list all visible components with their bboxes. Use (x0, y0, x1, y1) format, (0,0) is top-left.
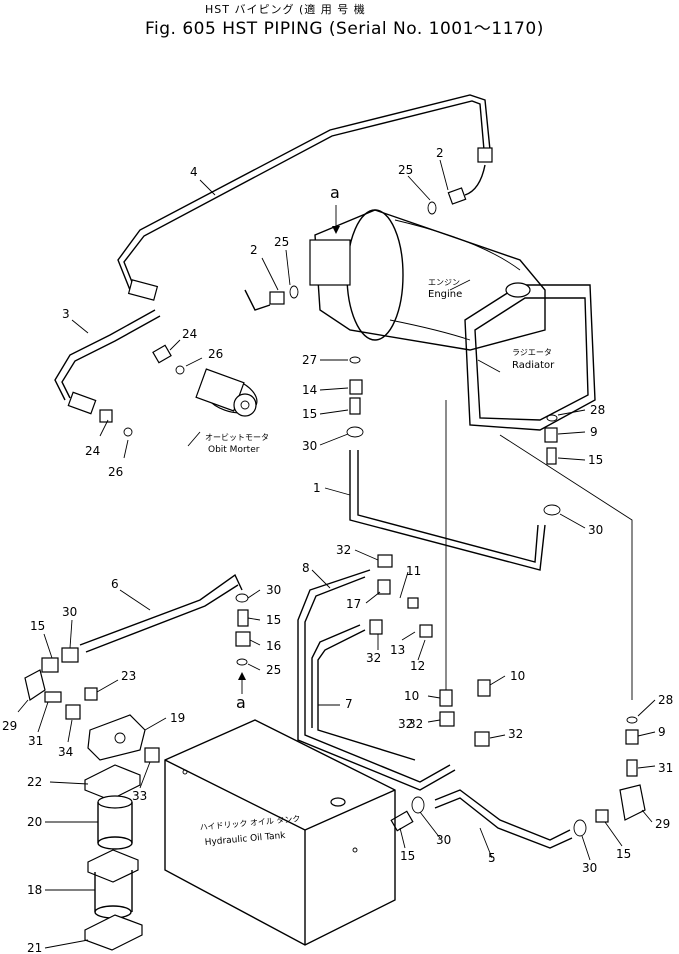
callout-22: 22 (27, 775, 42, 789)
callout-19: 19 (170, 711, 185, 725)
callout-30: 30 (582, 861, 597, 875)
hydraulic-oil-tank (164, 719, 396, 946)
callout-13: 13 (390, 643, 405, 657)
callout-32: 32 (366, 651, 381, 665)
callout-30: 30 (302, 439, 317, 453)
callout-9: 9 (658, 725, 666, 739)
callout-26: 26 (108, 465, 123, 479)
fitting-2-left (269, 291, 285, 305)
callout-12: 12 (410, 659, 425, 673)
callout-33: 33 (132, 789, 147, 803)
callout-30: 30 (266, 583, 281, 597)
hose-1 (349, 450, 546, 571)
fitting-2-top (477, 147, 493, 163)
callout-21: 21 (27, 941, 42, 954)
callout-2: 2 (436, 146, 444, 160)
callout-9: 9 (590, 425, 598, 439)
callout-31: 31 (658, 761, 673, 775)
callout-28: 28 (590, 403, 605, 417)
callout-28: 28 (658, 693, 673, 707)
callout-4: 4 (190, 165, 198, 179)
callout-25: 25 (266, 663, 281, 677)
callout-2: 2 (250, 243, 258, 257)
callout-32: 32 (336, 543, 351, 557)
callout-10: 10 (404, 689, 419, 703)
marker-a-bottom: a (236, 693, 246, 712)
callout-15: 15 (400, 849, 415, 863)
callout-3: 3 (62, 307, 70, 321)
radiator (464, 282, 596, 431)
hose-6 (79, 573, 243, 646)
callout-1: 1 (313, 481, 321, 495)
engine-label-en: Engine (428, 289, 462, 300)
marker-a-top: a (330, 183, 340, 202)
callout-18: 18 (27, 883, 42, 897)
callout-30: 30 (436, 833, 451, 847)
engine (309, 209, 546, 351)
leader-lines (17, 159, 656, 949)
callout-16: 16 (266, 639, 281, 653)
callout-26: 26 (208, 347, 223, 361)
callout-6: 6 (111, 577, 119, 591)
callout-32: 32 (398, 717, 413, 731)
hose-4 (117, 94, 491, 291)
callout-30: 30 (588, 523, 603, 537)
orbit-motor-label-en: Obit Morter (208, 445, 260, 455)
callout-23: 23 (121, 669, 136, 683)
callout-32: 32 (408, 717, 423, 731)
callout-31: 31 (28, 734, 43, 748)
callout-32: 32 (508, 727, 523, 741)
title-block: HST バイピング (適 用 号 機 Fig. 605 HST PIPING (… (0, 0, 679, 48)
callout-numbers: 1 2 2 3 4 5 6 7 8 9 9 10 10 11 12 13 14 … (2, 146, 673, 954)
callout-30: 30 (62, 605, 77, 619)
callout-15: 15 (30, 619, 45, 633)
callout-14: 14 (302, 383, 317, 397)
hose-3 (54, 309, 156, 401)
orbit-motor-label-jp: オービットモータ (205, 433, 269, 442)
callout-34: 34 (58, 745, 73, 759)
hose-5 (434, 789, 571, 841)
callout-27: 27 (302, 353, 317, 367)
filter-assembly (84, 687, 160, 951)
hose-8 (297, 569, 456, 791)
radiator-label-en: Radiator (512, 360, 555, 371)
radiator-label-jp: ラジエータ (512, 348, 552, 357)
callout-5: 5 (488, 851, 496, 865)
callout-8: 8 (302, 561, 310, 575)
orbit-motor (195, 368, 258, 417)
callout-25: 25 (398, 163, 413, 177)
callout-24: 24 (85, 444, 100, 458)
callout-7: 7 (345, 697, 353, 711)
callout-20: 20 (27, 815, 42, 829)
tank-label-en: Hydraulic Oil Tank (204, 831, 286, 848)
callout-24: 24 (182, 327, 197, 341)
callout-15: 15 (302, 407, 317, 421)
tank-label-jp: ハイドリック オイル タンク (199, 814, 300, 832)
callout-10: 10 (510, 669, 525, 683)
callout-25: 25 (274, 235, 289, 249)
callout-15: 15 (588, 453, 603, 467)
title-japanese: HST バイピング (適 用 号 機 (205, 3, 366, 16)
callout-11: 11 (406, 564, 421, 578)
callout-17: 17 (346, 597, 361, 611)
engine-label-jp: エンジン (428, 278, 460, 287)
callout-29: 29 (2, 719, 17, 733)
callout-15: 15 (616, 847, 631, 861)
callout-29: 29 (655, 817, 670, 831)
hose-7 (317, 629, 416, 761)
title-english: Fig. 605 HST PIPING (Serial No. 1001～117… (145, 19, 544, 39)
callout-15: 15 (266, 613, 281, 627)
